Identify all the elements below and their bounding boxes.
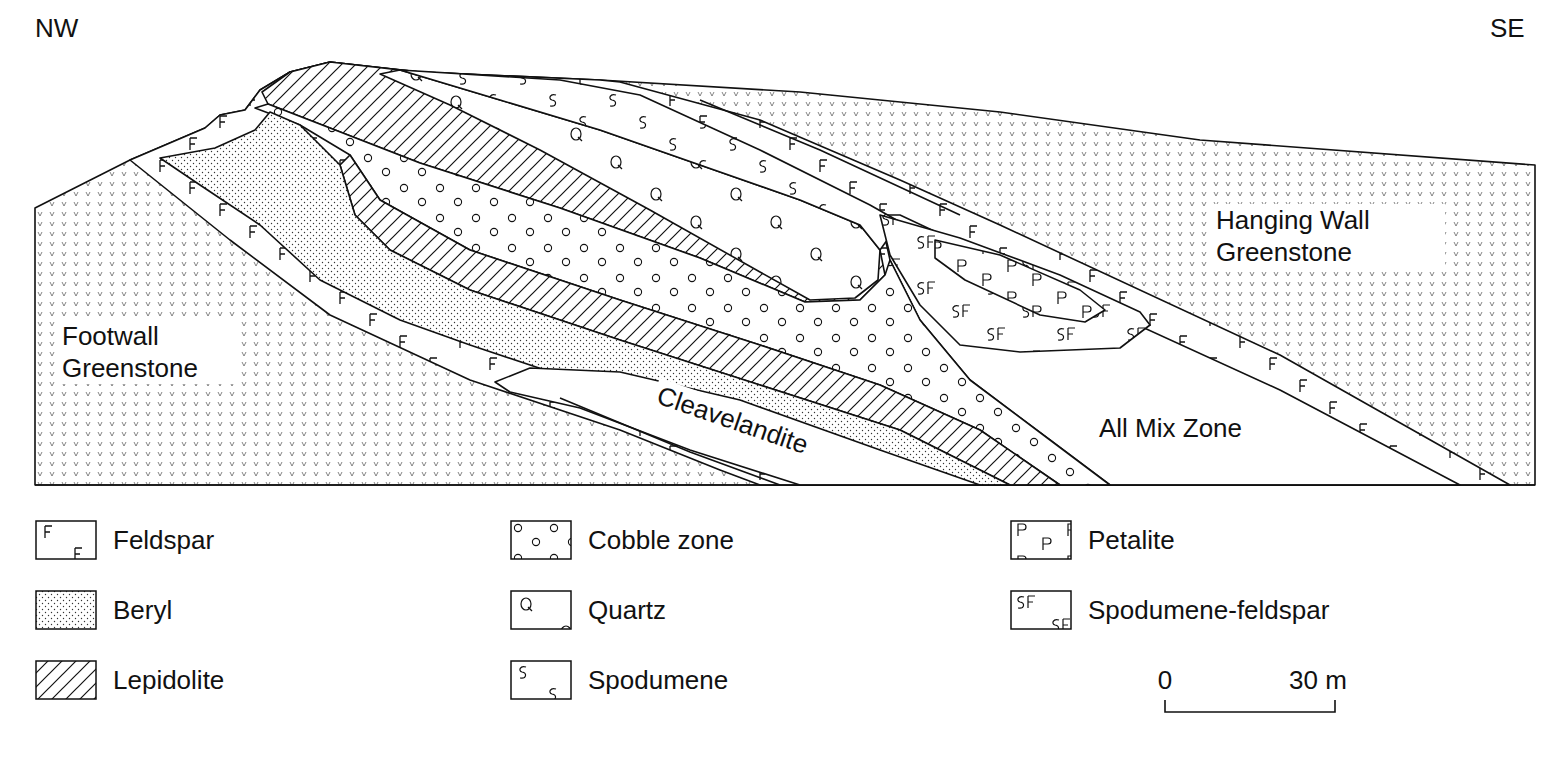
legend-swatch [35,590,97,630]
legend-item: Spodumene [510,660,728,700]
legend-swatch [510,520,572,560]
legend-text: Beryl [113,595,172,626]
scale-bar [1165,700,1335,712]
direction-label: SE [1490,12,1525,44]
zone-label: All Mix Zone [1095,412,1246,444]
feldspar-zone [130,62,1510,485]
legend-swatch [1010,590,1072,630]
unit-label: Hanging Wall Greenstone [1212,204,1445,268]
legend-text: Spodumene-feldspar [1088,595,1329,626]
legend-text: Quartz [588,595,666,626]
unit-label: Footwall Greenstone [58,320,236,384]
legend-swatch-box [1011,521,1071,559]
legend-item: Lepidolite [35,660,224,700]
legend-item: Beryl [35,590,172,630]
direction-label: NW [35,12,78,44]
legend-swatch [510,590,572,630]
legend-swatch [35,520,97,560]
scale-label: 30 m [1289,664,1347,696]
legend-item: Feldspar [35,520,214,560]
greenstone [35,62,1535,485]
legend-swatch [510,660,572,700]
legend-swatch [35,660,97,700]
legend-text: Lepidolite [113,665,224,696]
legend-text: Cobble zone [588,525,734,556]
legend-swatch-box [1011,591,1071,629]
legend-item: Quartz [510,590,666,630]
scale-label: 0 [1158,664,1172,696]
legend-swatch-box [511,591,571,629]
section-base [35,484,1535,486]
legend-text: Petalite [1088,525,1175,556]
legend-item: Spodumene-feldspar [1010,590,1329,630]
legend-swatch-box [511,521,571,559]
legend-text: Spodumene [588,665,728,696]
petalite-zone [935,240,1105,322]
beryl-zone [160,112,1010,485]
legend-swatch [1010,520,1072,560]
legend-item: Petalite [1010,520,1175,560]
legend-swatch-box [511,661,571,699]
legend-swatch-box [36,661,96,699]
legend-swatch-box [36,521,96,559]
legend-swatch-box [36,591,96,629]
legend-text: Feldspar [113,525,214,556]
cleavelandite-lens [495,368,980,485]
legend-item: Cobble zone [510,520,734,560]
